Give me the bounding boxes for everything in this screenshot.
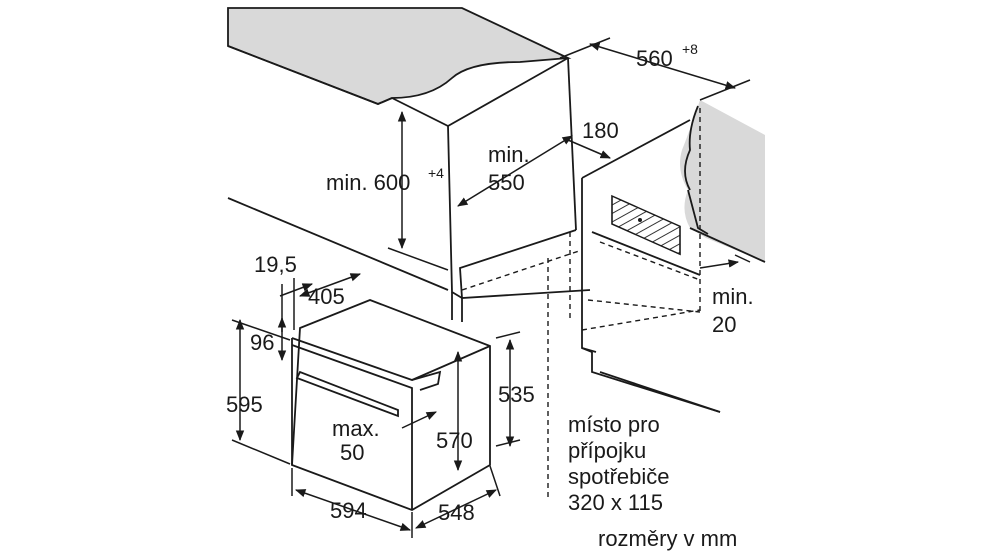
connection-note-line-2: přípojku: [568, 438, 646, 463]
depth-min-label-1: min.: [488, 142, 530, 167]
dimension-lines: [231, 37, 751, 538]
vent-offset-label: 180: [582, 118, 619, 143]
panel-thickness-label: 19,5: [254, 252, 297, 277]
oven-width-label: 594: [330, 498, 367, 523]
gap-min-label-1: min.: [712, 284, 754, 309]
niche-width-tol-label: +8: [682, 41, 698, 57]
niche-height-tol-label: +4: [428, 165, 444, 181]
connection-note-line-4: 320 x 115: [568, 490, 663, 515]
depth-min-label-2: 550: [488, 170, 525, 195]
oven-depth-label: 548: [438, 500, 475, 525]
units-note: rozměry v mm: [598, 526, 737, 551]
body-height-rear-label: 535: [498, 382, 535, 407]
countertop-left: [227, 7, 572, 105]
niche-width-label: 560: [636, 46, 673, 71]
door-depth-label: 405: [308, 284, 345, 309]
connection-area: [611, 194, 681, 256]
body-height-label: 570: [436, 428, 473, 453]
max-label-2: 50: [340, 440, 364, 465]
hidden-lines: [461, 108, 701, 500]
connection-note-line-3: spotřebiče: [568, 464, 670, 489]
connection-dot: [638, 218, 642, 222]
door-offset-label: 96: [250, 330, 274, 355]
countertop-right: [680, 100, 766, 263]
max-label-1: max.: [332, 416, 380, 441]
connection-note-line-1: místo pro: [568, 412, 660, 437]
labels: 560 +8 min. 600 +4 min. 550 180 min. 20 …: [226, 41, 754, 551]
gap-min-label-2: 20: [712, 312, 736, 337]
niche-height-label: min. 600: [326, 170, 410, 195]
oven-height-label: 595: [226, 392, 263, 417]
oven: [291, 299, 491, 511]
